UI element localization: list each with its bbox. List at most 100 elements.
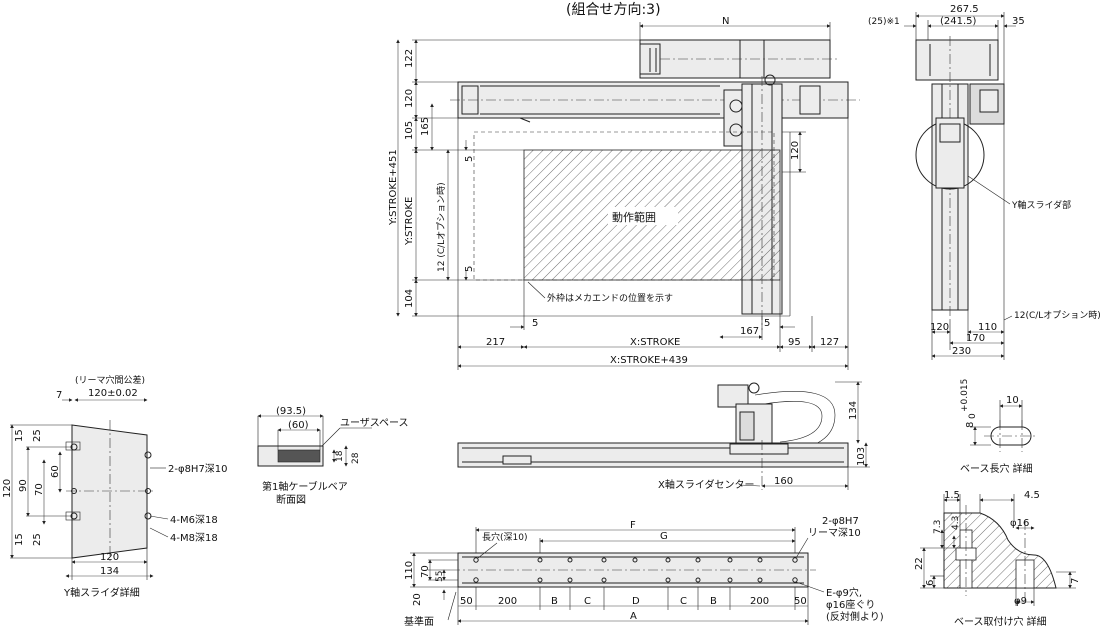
- side-dim-230: 230: [952, 346, 971, 357]
- slot-caption: ベース長穴 詳細: [960, 462, 1033, 475]
- dim-127: 127: [820, 337, 839, 348]
- dim-x-stroke-439: X:STROKE+439: [610, 355, 688, 366]
- base-dim-110: 110: [404, 561, 415, 580]
- y-detail-hole3: 4-M8深18: [170, 532, 218, 544]
- front-dim-160: 160: [774, 476, 793, 487]
- mount-phi16: φ16: [1010, 518, 1029, 529]
- dim-105: 105: [404, 121, 415, 140]
- base-dim-200b: 200: [750, 596, 769, 607]
- y-detail-dim-7: 7: [56, 390, 62, 401]
- slot-tol-up: +0.015: [960, 379, 970, 412]
- base-ref: 基準面: [404, 615, 434, 628]
- side-dim-267-5: 267.5: [950, 4, 979, 15]
- base-e-hole1: E-φ9穴,: [826, 586, 862, 599]
- base-F: F: [630, 520, 636, 531]
- mount-dim-7-3: 7.3: [933, 520, 943, 534]
- side-cl-12: 12(C/Lオプション時): [1014, 310, 1101, 321]
- base-mount-detail: 1.5 4.5 7.3 4.3 φ16 22 6 7 φ9 ベース取付け穴 詳細: [914, 490, 1081, 628]
- mount-dim-4-5: 4.5: [1024, 490, 1040, 501]
- mount-dim-4-3: 4.3: [951, 516, 961, 530]
- base-B2: B: [710, 596, 717, 607]
- side-dim-170: 170: [966, 333, 985, 344]
- dim-5b: 5: [464, 266, 475, 272]
- base-e-hole3: (反対側より): [826, 610, 884, 623]
- base-holes: [473, 557, 798, 583]
- frame-note: 外枠はメカエンドの位置を示す: [547, 292, 673, 304]
- base-slot-detail: 10 8 +0.015 0 ベース長穴 詳細: [960, 379, 1036, 475]
- base-A: A: [630, 611, 637, 622]
- base-dim-50b: 50: [794, 596, 807, 607]
- front-x-center: X軸スライダセンター: [658, 478, 754, 491]
- dim-120-right: 120: [790, 141, 801, 160]
- base-ream: 2-φ8H7: [822, 516, 859, 527]
- mount-dim-1-5: 1.5: [944, 490, 960, 501]
- y-detail-caption: Y軸スライダ詳細: [63, 586, 140, 599]
- base-dim-200a: 200: [498, 596, 517, 607]
- mount-dim-6: 6: [925, 580, 936, 586]
- base-e-hole2: φ16座ぐり: [826, 598, 875, 611]
- side-dim-35: 35: [1012, 16, 1025, 27]
- cb-user-space: ユーザスペース: [340, 417, 409, 429]
- dim-y-stroke-451: Y:STROKE+451: [388, 149, 399, 226]
- drawing-title: (組合せ方向:3): [566, 2, 661, 18]
- y-detail-dim-90: 90: [18, 479, 29, 492]
- base-C1: C: [584, 596, 591, 607]
- cb-dim-93-5: (93.5): [276, 406, 306, 417]
- y-slider-detail: (リーマ穴間公差) 120±0.02 7 15 25 120 90 70: [2, 374, 228, 599]
- base-D: D: [632, 596, 640, 607]
- dim-122: 122: [404, 49, 415, 68]
- operating-range-label: 動作範囲: [612, 210, 656, 224]
- y-detail-dim-15a: 15: [14, 429, 25, 442]
- dim-5a: 5: [464, 156, 475, 162]
- y-detail-dim-25a: 25: [32, 429, 43, 442]
- y-detail-dim-134: 134: [100, 566, 119, 577]
- dim-95: 95: [788, 337, 801, 348]
- y-detail-ream-tol: 120±0.02: [88, 388, 138, 399]
- mount-caption: ベース取付け穴 詳細: [954, 615, 1047, 628]
- dim-5d: 5: [764, 318, 770, 329]
- mount-dim-22: 22: [914, 557, 925, 570]
- side-dim-120: 120: [930, 322, 949, 333]
- y-detail-dim-120h: 120: [100, 552, 119, 563]
- base-B1: B: [551, 596, 558, 607]
- slot-tol-dn: 0: [968, 413, 978, 419]
- front-dim-134: 134: [848, 401, 859, 420]
- dim-N: N: [722, 16, 729, 27]
- base-ream-depth: リーマ深10: [808, 527, 861, 539]
- y-detail-dim-15b: 15: [14, 533, 25, 546]
- slot-dim-8: 8: [965, 422, 976, 428]
- y-detail-dim-25b: 25: [32, 533, 43, 546]
- cb-caption2: 断面図: [276, 493, 306, 506]
- side-y-slider: Y軸スライダ部: [1011, 199, 1071, 211]
- dim-167: 167: [740, 326, 759, 337]
- dim-y-stroke: Y:STROKE: [404, 197, 415, 246]
- base-dim-20: 20: [412, 593, 423, 606]
- front-dim-103: 103: [856, 447, 867, 466]
- mount-phi9: φ9: [1014, 596, 1027, 607]
- side-view: Y軸スライダ部 267.5 (25)※1 (241.5) 35 120 110 …: [868, 4, 1101, 360]
- side-dim-110: 110: [978, 322, 997, 333]
- slot-dim-10: 10: [1006, 395, 1019, 406]
- base-C2: C: [680, 596, 687, 607]
- dim-5c: 5: [532, 318, 538, 329]
- cb-dim-28: 28: [351, 452, 361, 464]
- cable-bearer-detail: (93.5) (60) ユーザスペース 18 28 第1軸ケーブルベア 断面図: [257, 406, 409, 506]
- base-dim-55: 55: [435, 571, 445, 582]
- dim-cl-12: 12 (C/Lオプション時): [436, 182, 447, 272]
- y-detail-dim-120v: 120: [2, 479, 13, 498]
- dim-120: 120: [404, 89, 415, 108]
- side-dim-241-5: (241.5): [940, 16, 977, 27]
- y-detail-dim-70: 70: [34, 483, 45, 496]
- mount-dim-7: 7: [1070, 578, 1081, 584]
- side-dim-25-1: (25)※1: [868, 17, 900, 27]
- dim-165: 165: [420, 117, 431, 136]
- cb-dim-18: 18: [335, 450, 345, 462]
- base-G: G: [660, 531, 668, 542]
- dim-217: 217: [486, 337, 505, 348]
- y-detail-hole1: 2-φ8H7深10: [168, 463, 228, 475]
- base-slot: 長穴(深10): [482, 531, 527, 543]
- top-view: 動作範囲 外枠はメカエンドの位置を示す N 122 120 105 165: [388, 16, 860, 370]
- dim-x-stroke: X:STROKE: [630, 337, 680, 348]
- base-dim-70: 70: [420, 565, 431, 578]
